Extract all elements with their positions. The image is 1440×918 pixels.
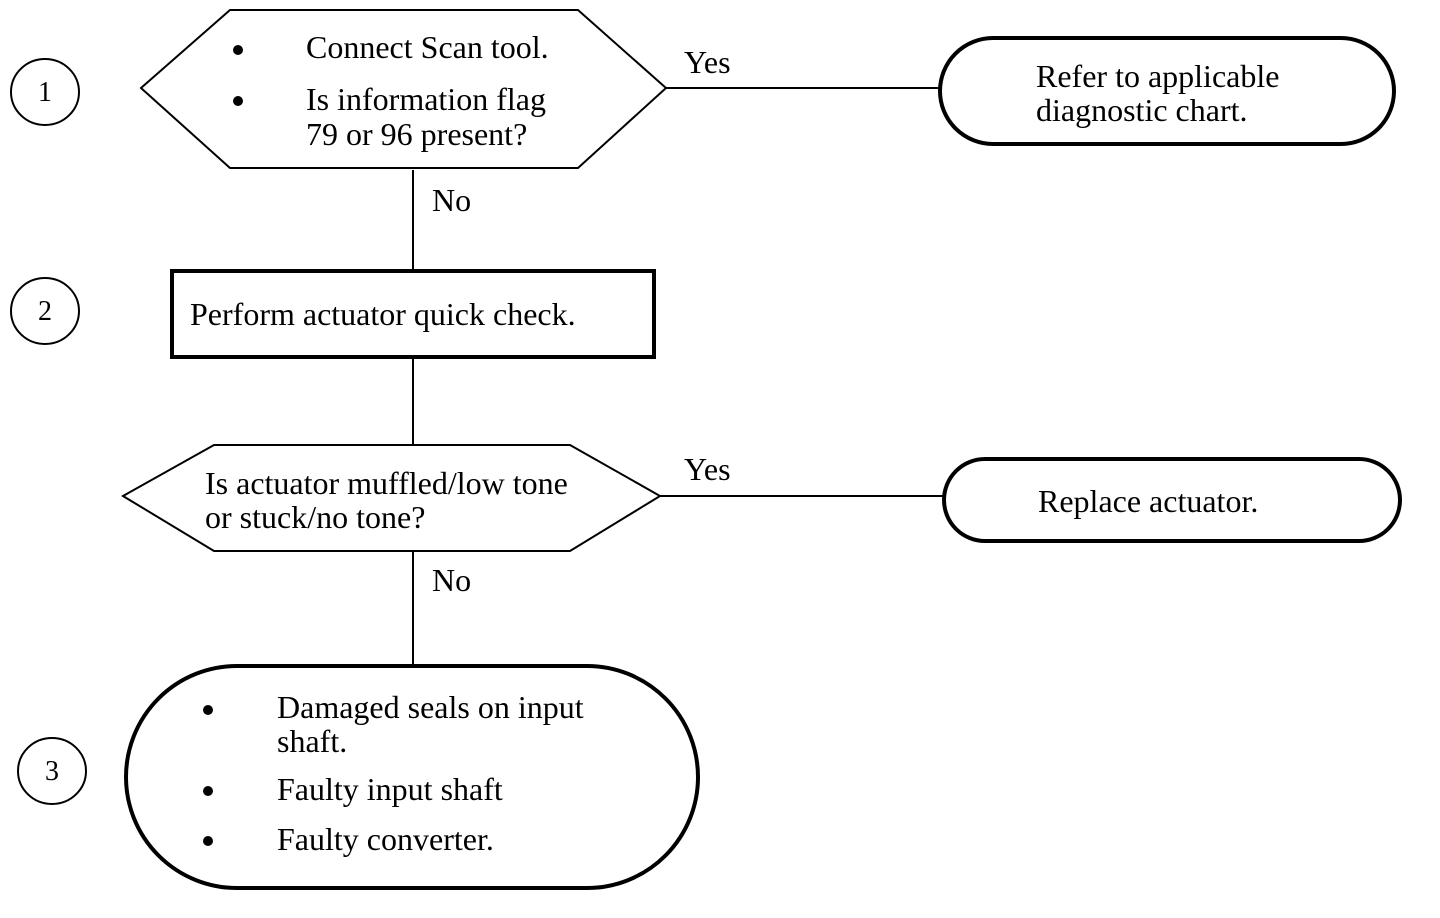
- bullet-icon: [203, 786, 213, 796]
- cause-line-3: Faulty input shaft: [277, 771, 503, 807]
- bullet-icon: [203, 836, 213, 846]
- step-marker-3: 3: [17, 737, 87, 805]
- causes-terminal: Damaged seals on input shaft. Faulty inp…: [124, 664, 700, 890]
- decision-1-line-1: Connect Scan tool.: [306, 29, 549, 65]
- yes-label-1: Yes: [684, 44, 731, 80]
- no-label-1: No: [432, 182, 471, 218]
- yes-label-2: Yes: [684, 451, 731, 487]
- result-1-line-2: diagnostic chart.: [1036, 92, 1247, 128]
- result-2-text: Replace actuator.: [1038, 483, 1258, 519]
- action-2-box: Perform actuator quick check.: [170, 269, 656, 359]
- decision-1-line-3: 79 or 96 present?: [306, 116, 527, 152]
- result-2-terminal: Replace actuator.: [942, 457, 1402, 543]
- decision-1-line-2: Is information flag: [306, 81, 546, 117]
- no-label-2: No: [432, 562, 471, 598]
- connectors: [412, 87, 944, 666]
- cause-line-1: Damaged seals on input: [277, 689, 584, 725]
- step-marker-1: 1: [10, 58, 80, 126]
- step-marker-2: 2: [10, 277, 80, 345]
- decision-1: Connect Scan tool. Is information flag 7…: [139, 9, 668, 169]
- decision-2: Is actuator muffled/low tone or stuck/no…: [121, 444, 662, 552]
- bullet-icon: [203, 705, 213, 715]
- action-2-text: Perform actuator quick check.: [190, 296, 576, 332]
- cause-line-4: Faulty converter.: [277, 821, 494, 857]
- result-1-line-1: Refer to applicable: [1036, 58, 1279, 94]
- decision-2-line-1: Is actuator muffled/low tone: [205, 465, 568, 501]
- step-number-3: 3: [45, 756, 59, 787]
- result-1-terminal: Refer to applicable diagnostic chart.: [938, 36, 1396, 146]
- bullet-icon: [233, 96, 243, 106]
- step-number-2: 2: [38, 296, 52, 327]
- decision-2-line-2: or stuck/no tone?: [205, 499, 425, 535]
- bullet-icon: [233, 45, 243, 55]
- step-number-1: 1: [38, 77, 52, 108]
- cause-line-2: shaft.: [277, 723, 347, 759]
